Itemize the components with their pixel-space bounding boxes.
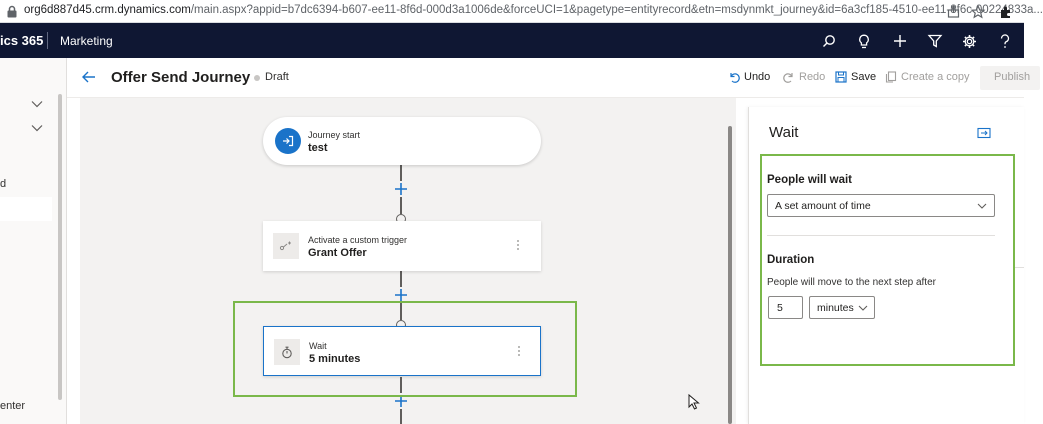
add-step-plus-icon[interactable] — [393, 287, 409, 303]
left-navigation: d enter — [0, 58, 67, 424]
extensions-icon[interactable] — [997, 3, 1015, 20]
duration-value-input[interactable]: 5 — [768, 296, 803, 319]
duration-help-text: People will move to the next step after — [767, 277, 936, 288]
step-label: Wait — [309, 341, 327, 351]
more-options-icon[interactable] — [515, 238, 521, 252]
status-badge: Draft — [265, 71, 289, 83]
trigger-icon — [273, 233, 299, 259]
canvas-scrollbar[interactable] — [728, 126, 732, 424]
nav-scrollbar[interactable] — [58, 94, 62, 400]
create-copy-label: Create a copy — [901, 71, 970, 83]
save-icon — [835, 71, 847, 83]
connector-line — [400, 409, 402, 424]
step-value: 5 minutes — [309, 353, 361, 365]
search-icon[interactable] — [818, 30, 840, 52]
step-tile-wait[interactable]: Wait 5 minutes — [263, 326, 541, 376]
connector-line — [400, 165, 402, 181]
highlight-box — [233, 301, 577, 397]
app-header: ics 365 Marketing — [0, 23, 1024, 58]
wait-type-value: A set amount of time — [775, 200, 871, 212]
divider — [767, 235, 995, 236]
share-icon[interactable] — [944, 3, 962, 20]
chevron-down-icon — [858, 305, 868, 311]
more-options-icon[interactable] — [516, 344, 522, 358]
panel-title: Wait — [769, 124, 799, 141]
save-button[interactable]: Save — [835, 71, 876, 83]
connector-line — [400, 271, 402, 287]
redo-icon — [783, 73, 793, 83]
undo-button[interactable]: Undo — [728, 71, 770, 83]
duration-label: Duration — [767, 254, 815, 266]
url-path: /main.aspx?appid=b7dc6394-b607-ee11-8f6d… — [190, 4, 1043, 16]
lightbulb-icon[interactable] — [853, 30, 875, 52]
people-wait-label: People will wait — [767, 174, 852, 186]
journey-start-node[interactable]: Journey start test — [263, 117, 541, 165]
chevron-down-icon — [977, 203, 987, 209]
lock-icon — [7, 5, 17, 18]
bookmark-star-icon[interactable] — [969, 3, 987, 20]
app-name[interactable]: ics 365 — [0, 33, 44, 48]
collapse-panel-icon[interactable] — [977, 127, 991, 139]
start-value: test — [308, 142, 328, 154]
duration-unit-dropdown[interactable]: minutes — [809, 296, 875, 319]
connector-line — [400, 197, 402, 214]
command-bar: Offer Send Journey Draft Undo Redo Save … — [67, 58, 1040, 98]
step-value: Grant Offer — [308, 247, 367, 259]
url-host: org6d887d45.crm.dynamics.com — [24, 4, 191, 16]
highlight-box — [760, 154, 1015, 366]
publish-button[interactable]: Publish — [980, 66, 1040, 90]
step-tile-trigger[interactable]: Activate a custom trigger Grant Offer — [263, 221, 541, 271]
redo-button[interactable]: Redo — [783, 71, 825, 83]
timer-icon — [274, 339, 300, 365]
copy-icon — [885, 71, 897, 83]
save-label: Save — [851, 71, 877, 83]
filter-icon[interactable] — [924, 30, 946, 52]
area-name[interactable]: Marketing — [60, 34, 113, 48]
add-step-plus-icon[interactable] — [393, 181, 409, 197]
back-arrow-icon[interactable] — [81, 69, 97, 85]
header-separator — [47, 32, 48, 49]
journey-start-icon — [275, 128, 301, 154]
gear-icon[interactable] — [958, 30, 980, 52]
start-label: Journey start — [308, 130, 361, 140]
url-text[interactable]: org6d887d45.crm.dynamics.com/main.aspx?a… — [24, 4, 1043, 16]
connector-line — [400, 303, 402, 320]
browser-address-bar[interactable]: org6d887d45.crm.dynamics.com/main.aspx?a… — [0, 0, 1043, 23]
properties-panel: Wait — [748, 107, 1024, 424]
chevron-down-icon[interactable] — [30, 121, 44, 135]
connector-line — [400, 377, 402, 393]
step-label: Activate a custom trigger — [308, 235, 408, 245]
add-step-plus-icon[interactable] — [393, 393, 409, 409]
divider — [1015, 267, 1024, 268]
nav-item-fragment[interactable]: d — [0, 178, 7, 190]
help-icon[interactable] — [994, 30, 1016, 52]
nav-bottom-item[interactable]: enter — [0, 400, 26, 412]
page-title: Offer Send Journey — [111, 69, 251, 86]
nav-item-selected[interactable] — [0, 197, 52, 221]
create-copy-button[interactable]: Create a copy — [885, 71, 969, 83]
undo-label: Undo — [744, 71, 771, 83]
redo-label: Redo — [799, 71, 826, 83]
mouse-cursor-icon — [688, 393, 700, 410]
undo-icon — [730, 73, 740, 83]
status-dot — [254, 75, 260, 81]
chevron-down-icon[interactable] — [30, 97, 44, 111]
duration-unit-value: minutes — [817, 302, 854, 314]
plus-icon[interactable] — [889, 30, 911, 52]
wait-type-dropdown[interactable]: A set amount of time — [767, 194, 995, 217]
